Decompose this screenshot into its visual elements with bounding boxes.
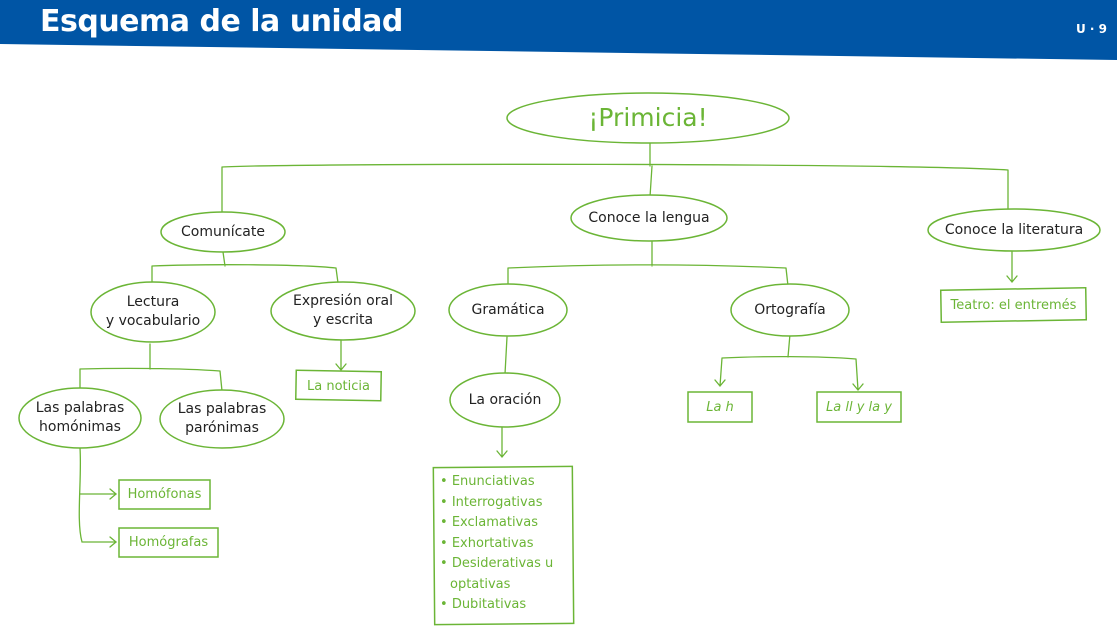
node-lengua-ellipse [570,194,728,242]
box-noticia [294,369,383,402]
header-banner: Esquema de la unidad U · 9 [0,0,1117,60]
node-paronimas-ellipse [159,389,285,449]
root-label: ¡Primicia! [588,103,708,133]
ortografia-label: Ortografía [754,301,826,318]
unit-number: U · 9 [1075,22,1107,36]
list-item: Dubitativas [440,595,576,616]
node-comunicate-ellipse [160,211,286,253]
arrow-homofonas [109,488,118,500]
node-expresion-ellipse [270,281,416,341]
connector-root [221,142,1009,213]
oracion-label: La oración [468,391,542,408]
connector-homonimas [78,447,117,543]
arrow-homografas [109,536,118,548]
teatro-label: Teatro: el entremés [950,297,1077,313]
connector-literatura [1006,249,1018,284]
comunicate-label: Comunícate [181,223,265,240]
list-item: Exclamativas [440,513,576,534]
connector-expresion [335,339,347,372]
connector-oracion [496,426,508,459]
literatura-label: Conoce la literatura [944,221,1084,238]
oracion-types-list: Enunciativas Interrogativas Exclamativas… [440,472,576,616]
list-item: Exhortativas [440,534,576,555]
connector-gramatica [504,336,508,375]
box-la-h [687,391,753,423]
page-title: Esquema de la unidad [40,4,403,39]
lectura-label: Lectura y vocabulario [105,294,201,329]
connector-ortografia [714,333,864,392]
header-background [0,0,1117,60]
box-homofonas [118,479,211,510]
node-oracion-ellipse [449,372,561,428]
noticia-label: La noticia [307,379,370,394]
node-root-ellipse [506,92,790,144]
list-item: Desiderativas u optativas [440,554,576,595]
gramatica-label: Gramática [471,301,545,318]
node-gramatica-ellipse [448,283,568,337]
expresion-label: Expresión oral y escrita [293,293,393,328]
lengua-label: Conoce la lengua [588,209,710,226]
connector-lectura [79,343,223,392]
homonimas-label: Las palabras homónimas [35,400,125,435]
la-ll-y-label: La ll y la y [826,399,892,415]
box-la-ll-y [816,391,902,423]
list-item: Enunciativas [440,472,576,493]
node-homonimas-ellipse [18,387,142,449]
box-teatro [939,286,1088,324]
la-h-label: La h [706,399,734,415]
list-item: Interrogativas [440,493,576,514]
node-lectura-ellipse [90,281,216,343]
node-literatura-ellipse [927,208,1101,252]
box-homografas [118,527,219,558]
homofonas-label: Homófonas [127,487,202,502]
connector-comunicate [151,251,339,286]
node-ortografia-ellipse [730,283,850,337]
homografas-label: Homógrafas [128,535,209,550]
connector-lengua [507,239,789,287]
paronimas-label: Las palabras parónimas [177,401,267,436]
